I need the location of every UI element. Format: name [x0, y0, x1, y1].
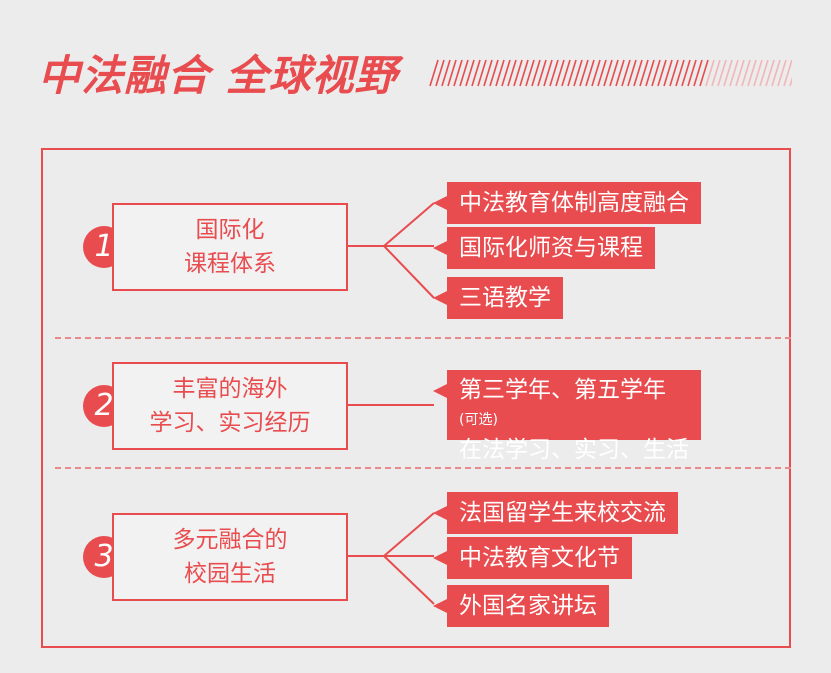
stripe-line — [747, 59, 757, 87]
stripe-line — [555, 59, 565, 87]
stripe-line — [621, 59, 631, 87]
category-box-campus-life: 多元融合的 校园生活 — [112, 513, 348, 601]
stripe-line — [477, 59, 487, 87]
section-divider — [55, 467, 791, 469]
stripe-line — [681, 59, 691, 87]
item-line: 第三学年、第五学年 (可选) — [459, 375, 689, 435]
stripe-line — [615, 59, 625, 87]
stripe-line — [543, 59, 553, 87]
item-line: 在法学习、实习、生活 — [459, 437, 689, 463]
item-tag: 三语教学 — [433, 277, 563, 319]
stripe-line — [723, 59, 733, 87]
stripe-line — [561, 59, 571, 87]
category-box-overseas-experience: 丰富的海外 学习、实习经历 — [112, 362, 348, 450]
stripe-line — [435, 59, 445, 87]
stripe-line — [429, 59, 439, 87]
stripe-line — [579, 59, 589, 87]
stripe-line — [609, 59, 619, 87]
stripe-line — [657, 59, 667, 87]
category-line: 丰富的海外 — [172, 376, 288, 402]
stripe-line — [741, 59, 751, 87]
stripe-line — [735, 59, 745, 87]
stripe-line — [777, 59, 787, 87]
stripe-line — [573, 59, 583, 87]
stripe-line — [567, 59, 577, 87]
stripe-line — [471, 59, 481, 87]
page-title: 中法融合 全球视野 — [38, 51, 398, 100]
stripe-line — [669, 59, 679, 87]
stripe-line — [711, 59, 721, 87]
category-line: 多元融合的 — [172, 527, 288, 553]
stripe-line — [639, 59, 649, 87]
stripe-line — [753, 59, 763, 87]
stripe-line — [717, 59, 727, 87]
stripe-line — [519, 59, 529, 87]
stripe-line — [729, 59, 739, 87]
stripe-line — [483, 59, 493, 87]
stripe-line — [537, 59, 547, 87]
stripe-line — [447, 59, 457, 87]
stripe-line — [687, 59, 697, 87]
category-line: 国际化 — [195, 217, 265, 243]
section-divider — [55, 337, 791, 339]
stripe-line — [693, 59, 703, 87]
stripe-line — [765, 59, 775, 87]
item-tag: 中法教育文化节 — [433, 537, 632, 579]
item-tag-overseas-study: 第三学年、第五学年 (可选) 在法学习、实习、生活 — [433, 370, 701, 463]
stripe-line — [675, 59, 685, 87]
stripe-line — [759, 59, 769, 87]
stripe-line — [699, 59, 709, 87]
stripe-line — [501, 59, 511, 87]
content-frame — [41, 148, 791, 648]
stripe-line — [627, 59, 637, 87]
stripe-line — [459, 59, 469, 87]
stripe-line — [603, 59, 613, 87]
stripe-line — [633, 59, 643, 87]
optional-note: (可选) — [459, 412, 498, 428]
stripe-line — [651, 59, 661, 87]
item-tag: 中法教育体制高度融合 — [433, 182, 701, 224]
stripe-line — [441, 59, 451, 87]
stripe-line — [489, 59, 499, 87]
title-stripe-decoration — [429, 59, 792, 87]
stripe-line — [705, 59, 715, 87]
stripe-line — [495, 59, 505, 87]
stripe-line — [663, 59, 673, 87]
category-line: 学习、实习经历 — [149, 410, 311, 436]
stripe-line — [645, 59, 655, 87]
stripe-line — [549, 59, 559, 87]
stripe-line — [591, 59, 601, 87]
stripe-line — [453, 59, 463, 87]
stripe-line — [507, 59, 517, 87]
item-line-main: 第三学年、第五学年 — [459, 377, 666, 403]
stripe-line — [513, 59, 523, 87]
stripe-line — [771, 59, 781, 87]
stripe-line — [789, 76, 792, 87]
stripe-line — [597, 59, 607, 87]
stripe-line — [525, 59, 535, 87]
category-line: 校园生活 — [184, 561, 276, 587]
category-line: 课程体系 — [184, 251, 276, 277]
item-tag: 外国名家讲坛 — [433, 585, 609, 627]
category-box-international-curriculum: 国际化 课程体系 — [112, 203, 348, 291]
stripe-line — [465, 59, 475, 87]
item-tag: 国际化师资与课程 — [433, 227, 655, 269]
item-tag: 法国留学生来校交流 — [433, 492, 678, 534]
stripe-line — [531, 59, 541, 87]
stripe-line — [585, 59, 595, 87]
stripe-line — [783, 59, 792, 87]
